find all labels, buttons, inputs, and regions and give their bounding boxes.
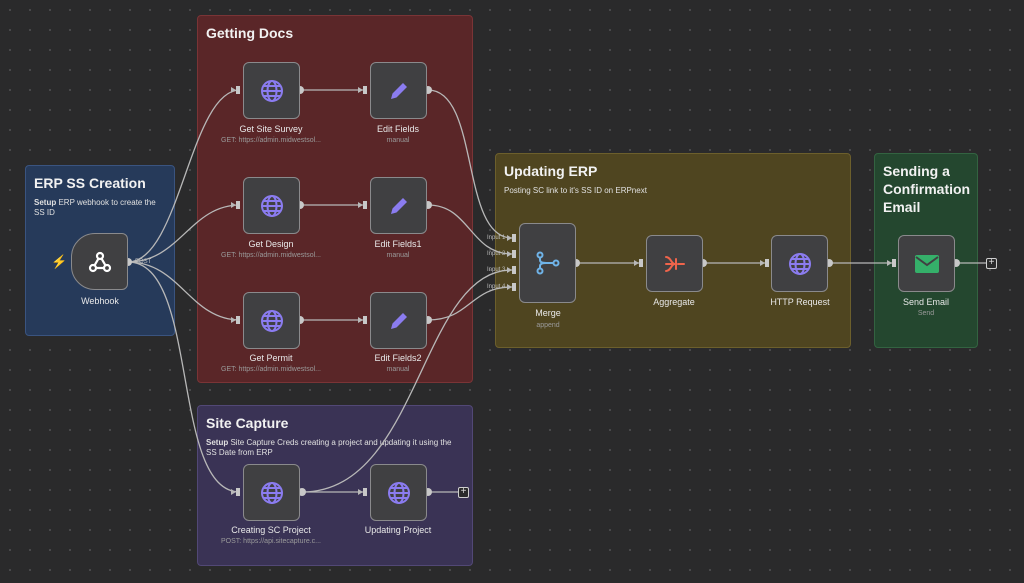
node-creating-sc-project-sub: POST: https://api.sitecapture.c... (221, 538, 321, 545)
node-send-email-sub: Send (917, 310, 935, 317)
node-creating-sc-project-label: Creating SC Project (231, 525, 311, 535)
node-merge[interactable] (519, 223, 576, 303)
globe-icon (260, 194, 283, 217)
sticky-desc: Posting SC link to it's SS ID on ERPnext (504, 186, 647, 195)
node-get-site-survey[interactable] (243, 62, 300, 119)
node-merge-sub: append (536, 322, 560, 329)
merge-input-3-label: Input 3 (487, 267, 506, 273)
add-node-button-email[interactable]: + (986, 258, 997, 269)
node-updating-project[interactable] (370, 464, 427, 521)
node-get-design[interactable] (243, 177, 300, 234)
node-edit-fields1[interactable] (370, 177, 427, 234)
globe-icon (260, 481, 283, 504)
globe-icon (387, 481, 410, 504)
wire-webhook-site-survey (127, 89, 241, 263)
node-edit-fields-label: Edit Fields (376, 124, 420, 134)
email-icon (914, 254, 939, 273)
sticky-title: Site Capture (206, 415, 289, 431)
globe-icon (260, 79, 283, 102)
node-get-permit-sub: GET: https://admin.midwestsol... (221, 366, 321, 373)
wire-edit2-merge4 (427, 286, 513, 321)
node-edit-fields2-sub: manual (386, 366, 410, 373)
sticky-desc: Setup ERP webhook to create the SS ID (34, 198, 156, 217)
node-edit-fields1-label: Edit Fields1 (374, 239, 422, 249)
aggregate-icon (664, 255, 685, 272)
node-get-permit-label: Get Permit (249, 353, 293, 363)
node-edit-fields2[interactable] (370, 292, 427, 349)
merge-input-4-label: Input 4 (487, 284, 506, 290)
input-handles (236, 86, 896, 496)
wire-sc-merge3 (301, 269, 513, 493)
node-http-request-label: HTTP Request (770, 297, 830, 307)
node-send-email-label: Send Email (902, 297, 950, 307)
globe-icon (260, 309, 283, 332)
trigger-bolt-icon: ⚡ (51, 254, 68, 269)
add-node-button-updating[interactable]: + (458, 487, 469, 498)
wire-webhook-permit (127, 261, 241, 321)
wire-edit1-merge2 (427, 204, 513, 255)
node-creating-sc-project[interactable] (243, 464, 300, 521)
node-http-request[interactable] (771, 235, 828, 292)
sticky-title: ERP SS Creation (34, 175, 146, 191)
wire-webhook-sc-project (127, 261, 241, 493)
node-edit-fields1-sub: manual (386, 252, 410, 259)
merge-input-2-label: Input 2 (487, 251, 506, 257)
sticky-title: Getting Docs (206, 25, 294, 41)
node-edit-fields2-label: Edit Fields2 (374, 353, 422, 363)
pencil-icon (390, 312, 407, 329)
node-get-site-survey-sub: GET: https://admin.midwestsol... (221, 137, 321, 144)
sticky-desc: Setup Site Capture Creds creating a proj… (206, 438, 452, 457)
node-merge-label: Merge (535, 308, 561, 318)
node-webhook[interactable] (71, 233, 128, 290)
merge-icon (536, 251, 559, 275)
pencil-icon (390, 82, 407, 99)
node-get-design-sub: GET: https://admin.midwestsol... (221, 252, 321, 259)
sticky-sending-email[interactable]: Sending a Confirmation Email (874, 153, 978, 348)
pencil-icon (390, 197, 407, 214)
node-get-site-survey-label: Get Site Survey (239, 124, 303, 134)
node-aggregate-label: Aggregate (653, 297, 695, 307)
wire-edit-merge1 (427, 89, 513, 239)
webhook-port-label: POST (135, 259, 152, 265)
node-get-permit[interactable] (243, 292, 300, 349)
node-get-design-label: Get Design (248, 239, 294, 249)
globe-icon (788, 252, 811, 275)
sticky-title: Updating ERP (504, 163, 598, 179)
node-edit-fields-sub: manual (386, 137, 410, 144)
merge-input-1-label: Input 1 (487, 235, 506, 241)
node-send-email[interactable] (898, 235, 955, 292)
node-aggregate[interactable] (646, 235, 703, 292)
node-updating-project-label: Updating Project (364, 525, 432, 535)
sticky-title: Sending a Confirmation Email (883, 163, 971, 215)
wire-webhook-design (127, 204, 241, 263)
webhook-icon (88, 251, 111, 272)
node-webhook-label: Webhook (81, 296, 119, 306)
node-edit-fields[interactable] (370, 62, 427, 119)
